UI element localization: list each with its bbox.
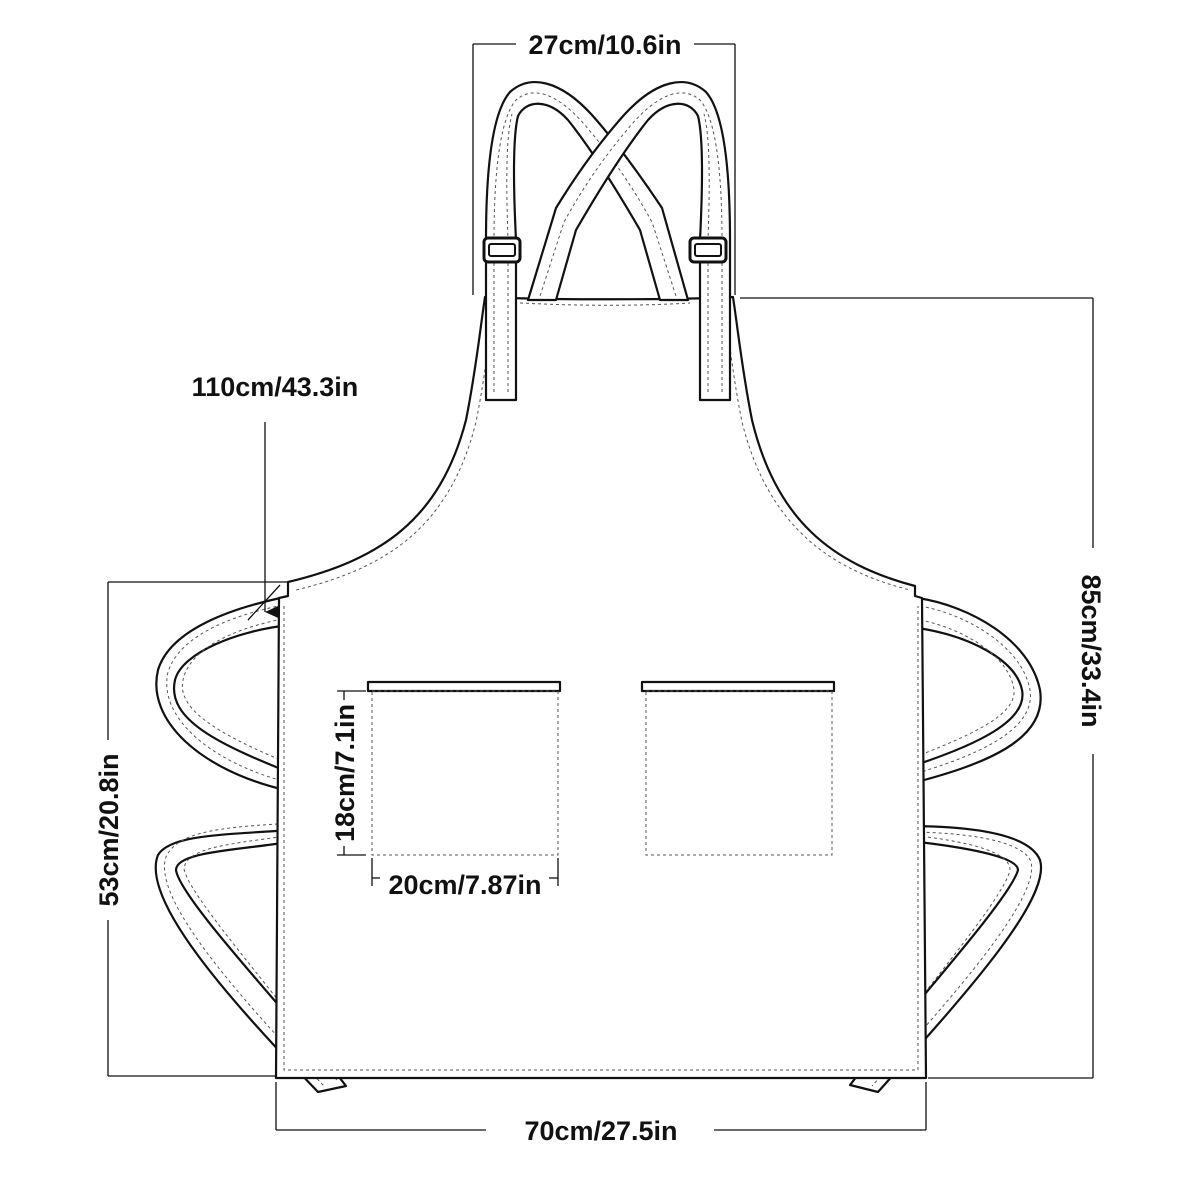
total-length-label: 85cm/33.4in — [1076, 574, 1106, 727]
pocket-height-dimension: 18cm/7.1in — [330, 690, 366, 856]
pocket-height-label: 18cm/7.1in — [330, 704, 360, 842]
left-pocket — [366, 680, 562, 856]
strap-adjuster-buckle-icon — [482, 236, 728, 264]
strap-width-label: 27cm/10.6in — [528, 30, 681, 60]
body-length-dimension: 53cm/20.8in — [94, 581, 288, 1077]
body-length-label: 53cm/20.8in — [94, 753, 124, 906]
neck-tie-length-callout: 110cm/43.3in — [192, 372, 359, 621]
pocket-width-dimension: 20cm/7.87in — [371, 858, 559, 900]
pocket-width-label: 20cm/7.87in — [388, 870, 541, 900]
right-pocket — [640, 680, 836, 856]
neck-tie-length-label: 110cm/43.3in — [192, 372, 359, 402]
total-width-label: 70cm/27.5in — [524, 1116, 677, 1146]
total-length-dimension: 85cm/33.4in — [740, 297, 1106, 1079]
strap-width-dimension: 27cm/10.6in — [472, 30, 736, 295]
neck-straps — [484, 81, 732, 402]
total-width-dimension: 70cm/27.5in — [275, 1082, 927, 1146]
